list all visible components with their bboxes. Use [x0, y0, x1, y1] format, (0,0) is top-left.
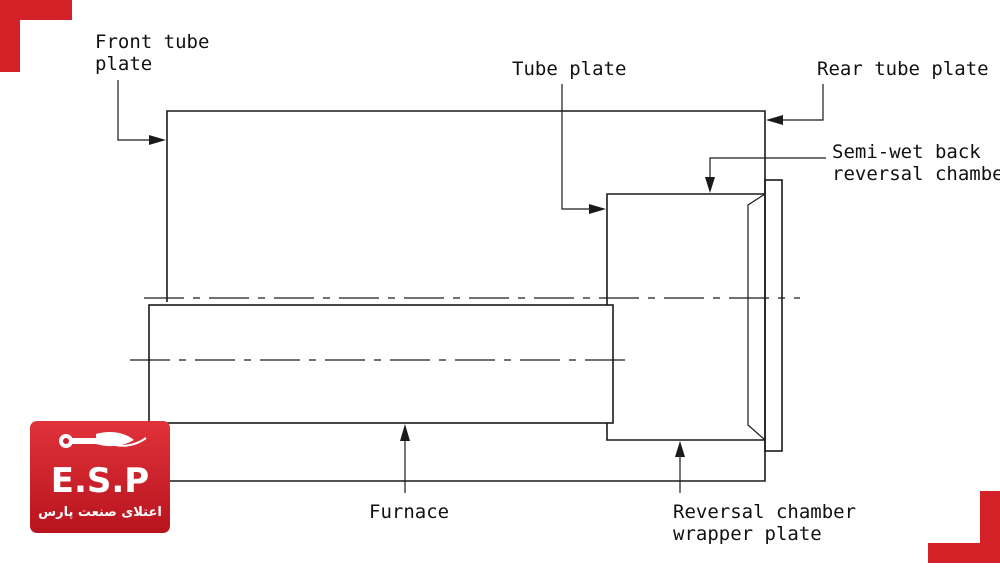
corner-bracket-top-left [0, 0, 72, 72]
label-reversal-wrapper-line1: Reversal chamber [673, 501, 856, 523]
reversal-chamber-box [606, 193, 765, 305]
furnace-tube [148, 304, 614, 424]
rear-plate-curve [747, 193, 766, 441]
logo-swoosh [103, 437, 147, 447]
label-semi-wet-line1: Semi-wet back [832, 141, 981, 163]
label-tube-plate: Tube plate [512, 58, 626, 80]
label-rear-tube-plate: Rear tube plate [817, 58, 989, 80]
boiler-shell-outline [166, 110, 766, 482]
corner-bracket-bottom-right [928, 491, 1000, 563]
label-reversal-wrapper-line2: wrapper plate [673, 523, 822, 545]
leader-front-tube-plate [117, 80, 150, 141]
rear-plate [764, 179, 783, 452]
label-furnace: Furnace [369, 501, 449, 523]
wrench-icon [59, 432, 134, 448]
leader-tube-plate [561, 84, 592, 210]
reversal-chamber-bottom [606, 423, 765, 441]
logo-subtitle: اعتلای صنعت پارس [38, 505, 162, 520]
label-front-tube-plate-line2: plate [95, 53, 152, 75]
esp-logo: E.S.P اعتلای صنعت پارس [30, 421, 170, 533]
leader-rear-tube-plate [782, 84, 824, 121]
logo-letters: E.S.P [51, 461, 149, 501]
label-semi-wet-line2: reversal chambe [832, 163, 1000, 185]
label-front-tube-plate-line1: Front tube [95, 31, 209, 53]
leader-semi-wet-back [709, 157, 826, 178]
